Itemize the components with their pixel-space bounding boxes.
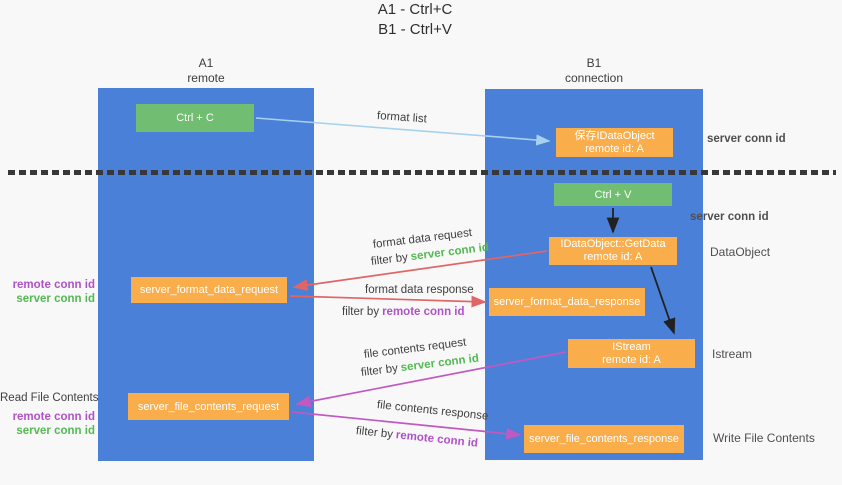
remote-conn-id-text: remote conn id xyxy=(382,306,465,318)
file-request-label: server_file_contents_request xyxy=(137,400,280,413)
filter-by-text: filter by xyxy=(370,251,409,268)
file-contents-response-label: file contents response xyxy=(376,399,489,423)
filter-by-text: filter by xyxy=(355,425,394,441)
write-file-contents-label: Write File Contents xyxy=(713,431,815,445)
format-response-label: server_format_data_response xyxy=(493,296,641,308)
getdata-line1: IDataObject::GetData xyxy=(560,238,666,250)
lane-b1-role: connection xyxy=(564,71,624,85)
istream-line2: remote id: A xyxy=(602,353,661,366)
format-list-label: format list xyxy=(376,110,428,126)
phase-separator-dotted-line xyxy=(8,170,836,175)
server-conn-id-label: server conn id xyxy=(16,425,95,437)
node-server-file-contents-response: server_file_contents_response xyxy=(524,425,684,453)
dataobject-label: DataObject xyxy=(710,245,771,259)
remote-conn-id-text: remote conn id xyxy=(395,429,479,450)
getdata-line2: remote id: A xyxy=(583,251,643,263)
ctrl-v-label: Ctrl + V xyxy=(594,188,632,201)
remote-conn-id-label: remote conn id xyxy=(12,411,95,423)
title-line-2: B1 - Ctrl+V xyxy=(378,21,452,38)
file-response-label: server_file_contents_response xyxy=(529,433,679,445)
node-istream: IStream remote id: A xyxy=(568,339,695,368)
save-idataobject-line1: 保存IDataObject xyxy=(574,129,655,142)
node-idataobject-getdata: IDataObject::GetData remote id: A xyxy=(549,237,677,265)
format-data-response-label: format data response xyxy=(365,284,474,296)
istream-label: Istream xyxy=(712,347,753,361)
title-line-1: A1 - Ctrl+C xyxy=(377,1,453,18)
node-server-format-data-request: server_format_data_request xyxy=(131,277,287,303)
lane-a1-name: A1 xyxy=(198,56,214,70)
diagram-title: A1 - Ctrl+C B1 - Ctrl+V xyxy=(0,0,830,40)
lane-a1-role: remote xyxy=(187,71,225,85)
lane-header-b1: B1 connection xyxy=(534,56,654,86)
format-request-label: server_format_data_request xyxy=(139,284,279,296)
read-file-contents-label: Read File Contents xyxy=(0,392,99,404)
server-conn-id-label: server conn id xyxy=(16,293,95,305)
save-idataobject-line2: remote id: A xyxy=(585,142,644,155)
node-server-file-contents-request: server_file_contents_request xyxy=(128,393,289,420)
ctrl-c-label: Ctrl + C xyxy=(176,112,214,124)
filter-by-text: filter by xyxy=(342,306,380,318)
server-conn-id-label-top: server conn id xyxy=(707,133,786,145)
left-format-conn-id-labels: remote conn id server conn id xyxy=(0,278,95,306)
istream-line1: IStream xyxy=(612,340,651,353)
lane-b1-name: B1 xyxy=(586,56,602,70)
node-ctrl-v: Ctrl + V xyxy=(554,183,672,206)
lane-header-a1: A1 remote xyxy=(146,56,266,86)
format-data-response-arrow xyxy=(289,295,487,308)
node-save-idataobject: 保存IDataObject remote id: A xyxy=(556,128,673,157)
node-ctrl-c: Ctrl + C xyxy=(136,104,254,132)
remote-conn-id-label: remote conn id xyxy=(12,279,95,291)
server-conn-id-text: server conn id xyxy=(400,352,480,375)
left-file-conn-id-labels: Read File Contents remote conn id server… xyxy=(0,391,99,438)
filter-by-text: filter by xyxy=(360,362,399,379)
node-server-format-data-response: server_format_data_response xyxy=(489,288,645,316)
server-conn-id-label-mid: server conn id xyxy=(690,211,769,223)
